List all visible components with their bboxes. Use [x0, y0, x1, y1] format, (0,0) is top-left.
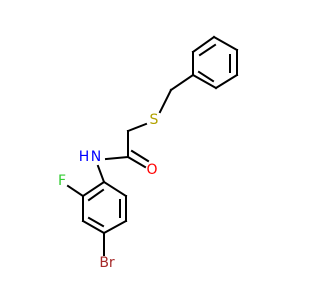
nitrogen-atom-label: N — [91, 149, 101, 165]
bond — [212, 35, 239, 52]
hydrogen-atom-label: H — [79, 149, 90, 165]
carbonyl-bond — [126, 155, 147, 169]
bond — [214, 73, 239, 90]
bond — [102, 219, 128, 235]
sulfur-atom-label: S — [150, 112, 159, 128]
bond — [191, 73, 218, 90]
bond — [96, 164, 106, 184]
benzyl-ring — [191, 35, 239, 90]
double-bond-inner — [87, 216, 105, 228]
fluorine-bond — [66, 184, 85, 198]
molecule-structure-diagram: S O N H F Br — [58, 35, 239, 271]
double-bond-inner — [87, 188, 105, 202]
double-bond-inner — [198, 43, 217, 57]
bond — [81, 180, 106, 198]
bond — [126, 122, 148, 133]
bond — [158, 88, 173, 114]
fluorine-atom-label: F — [58, 173, 66, 189]
bond — [102, 180, 128, 198]
double-bond-inner — [197, 70, 215, 83]
carbonyl-double-bond — [130, 149, 150, 163]
thioether-chain — [126, 73, 195, 158]
bond — [104, 155, 130, 161]
halophenyl-ring — [81, 180, 128, 235]
oxygen-atom-label: O — [146, 162, 157, 178]
bond — [191, 35, 216, 54]
amide-group — [96, 149, 150, 184]
bromine-atom-label: Br — [99, 255, 115, 271]
bond — [169, 73, 195, 92]
bond — [81, 219, 106, 235]
